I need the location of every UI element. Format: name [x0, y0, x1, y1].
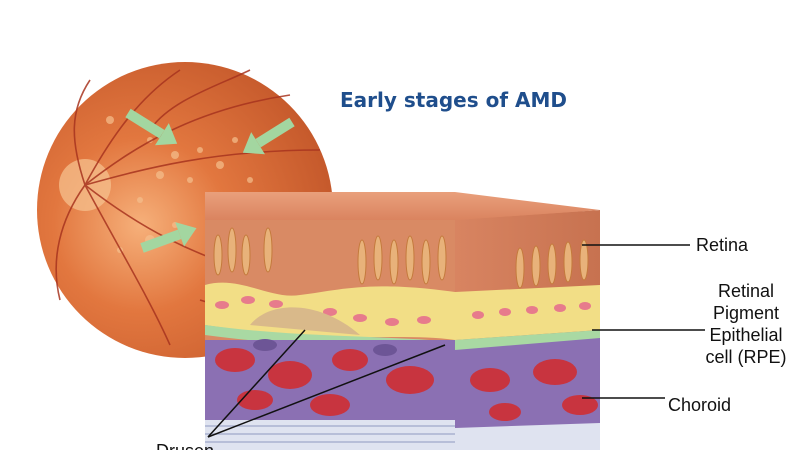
block-top-face	[205, 192, 600, 222]
rpe-label-line-1: Retinal	[717, 281, 775, 301]
block-side-face	[455, 210, 600, 450]
block-front-face	[205, 220, 455, 450]
diagram-title: Early stages of AMD	[340, 88, 567, 112]
arrow-icon	[125, 108, 295, 253]
drusen-label: Drusen	[156, 440, 214, 450]
rpe-label-line-2: Pigment	[712, 303, 780, 323]
drusen-leader-line-2	[207, 344, 446, 438]
choroid-label: Choroid	[668, 395, 732, 415]
rpe-label-line-4: cell (RPE)	[705, 347, 787, 367]
drusen-leader-line-1	[207, 329, 306, 438]
rpe-label-line-3: Epithelial	[709, 325, 783, 345]
tissue-block	[205, 192, 600, 450]
leader-lines	[207, 244, 705, 438]
retina-label: Retina	[696, 235, 749, 255]
rpe-label: Retinal Pigment Epithelial cell (RPE)	[686, 280, 800, 368]
